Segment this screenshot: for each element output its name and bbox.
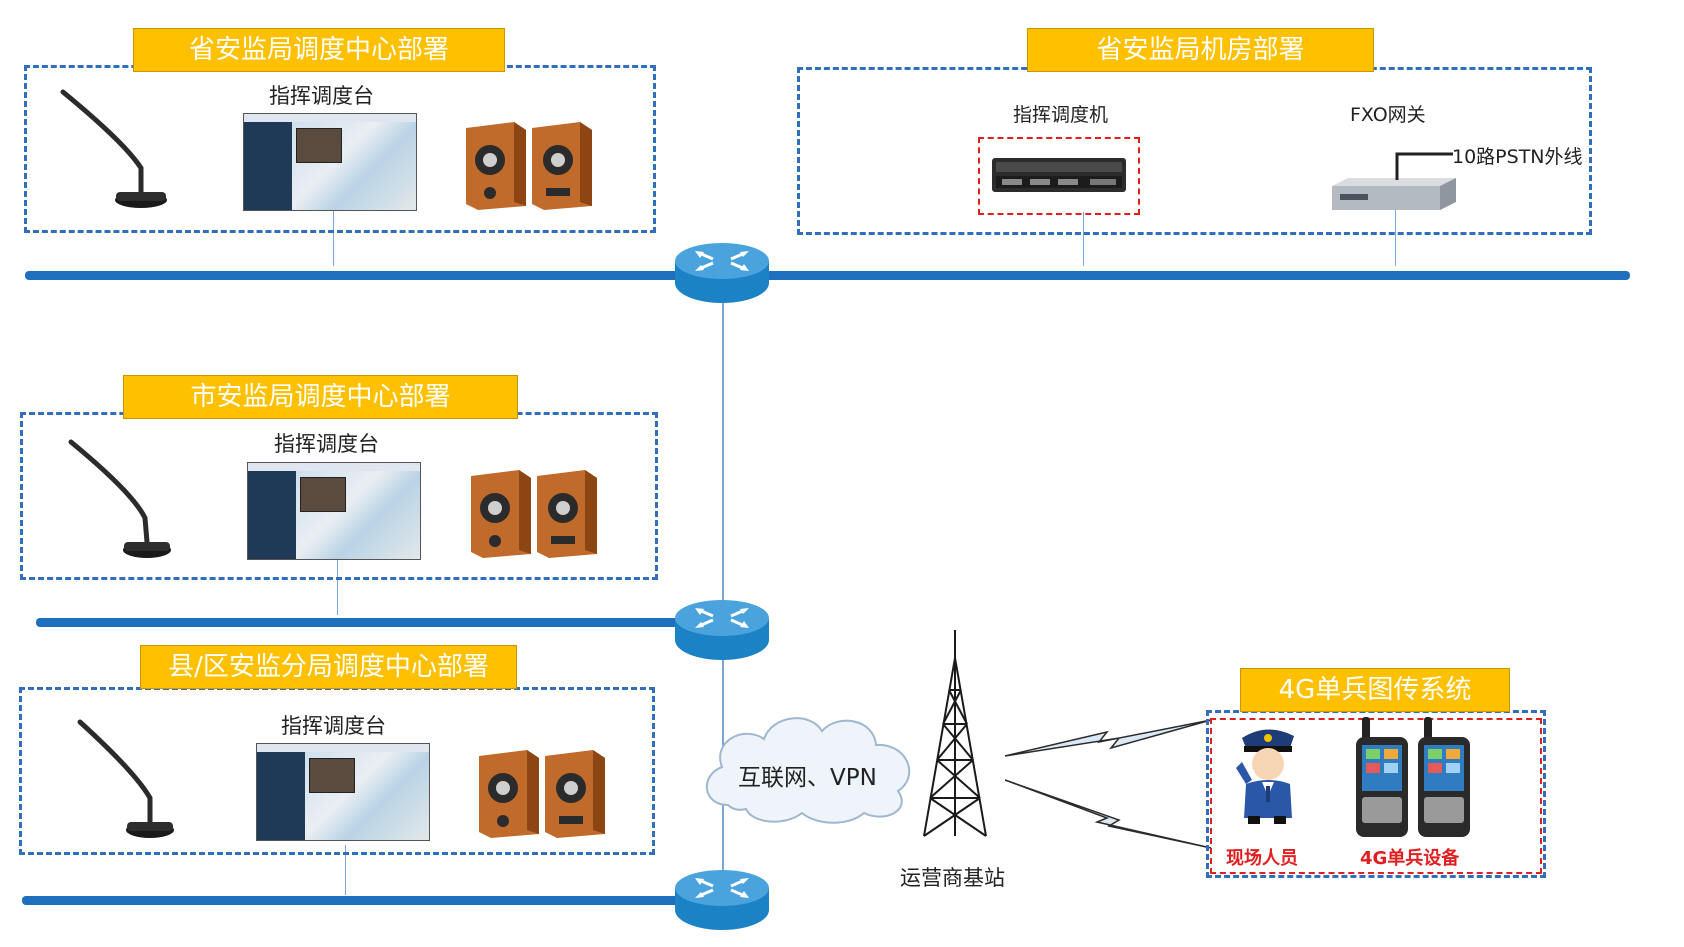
county-bus [22,896,722,905]
walkie-talkie-icon [1418,717,1470,837]
city-bus [36,618,726,627]
connector-city-console [337,555,338,615]
county-center-title: 县/区安监分局调度中心部署 [140,645,517,689]
microphone-icon [60,89,167,208]
cloud-icon [705,717,910,824]
county-console-label: 指挥调度台 [281,714,386,738]
connector-gateway [1395,208,1396,266]
speaker-icon [479,750,605,838]
speaker-icon [471,470,597,558]
speaker-icon [466,122,592,210]
monitor-icon [256,743,430,841]
field-system-title: 4G单兵图传系统 [1240,668,1510,712]
city-console-label: 指挥调度台 [274,432,379,456]
connector-server [1083,212,1084,266]
router-icon [675,243,769,303]
monitor-icon [247,462,421,560]
microphone-icon [68,439,171,558]
province-center-title: 省安监局调度中心部署 [133,28,505,72]
walkie-talkie-icon [1356,717,1408,837]
pstn-label: 10路PSTN外线 [1452,146,1583,168]
server-icon [992,158,1126,192]
server-highlight-box [978,137,1140,215]
monitor-icon [243,113,417,211]
lightning-link-icon [1004,779,1212,849]
lightning-link-icon [1004,719,1212,757]
field-system-red-box [1210,718,1542,874]
tower-icon [923,630,987,837]
cloud-label: 互联网、VPN [738,765,877,791]
connector-province-console [333,208,334,266]
router-icon [675,600,769,660]
microphone-icon [77,719,174,838]
gateway-label: FXO网关 [1350,104,1426,126]
province-console-label: 指挥调度台 [269,84,374,108]
province-bus [25,271,1630,280]
server-label: 指挥调度机 [1013,104,1109,126]
connector-county-console [345,845,346,895]
backbone-vertical-line [722,290,724,890]
gateway-icon [1332,178,1456,210]
router-icon [675,870,769,930]
city-center-title: 市安监局调度中心部署 [123,375,518,419]
province-room-title: 省安监局机房部署 [1027,28,1374,72]
pstn-line [1395,152,1453,180]
police-officer-icon [1236,729,1294,824]
tower-label: 运营商基站 [900,866,1005,890]
device-label: 4G单兵设备 [1360,848,1460,869]
person-label: 现场人员 [1226,848,1298,869]
